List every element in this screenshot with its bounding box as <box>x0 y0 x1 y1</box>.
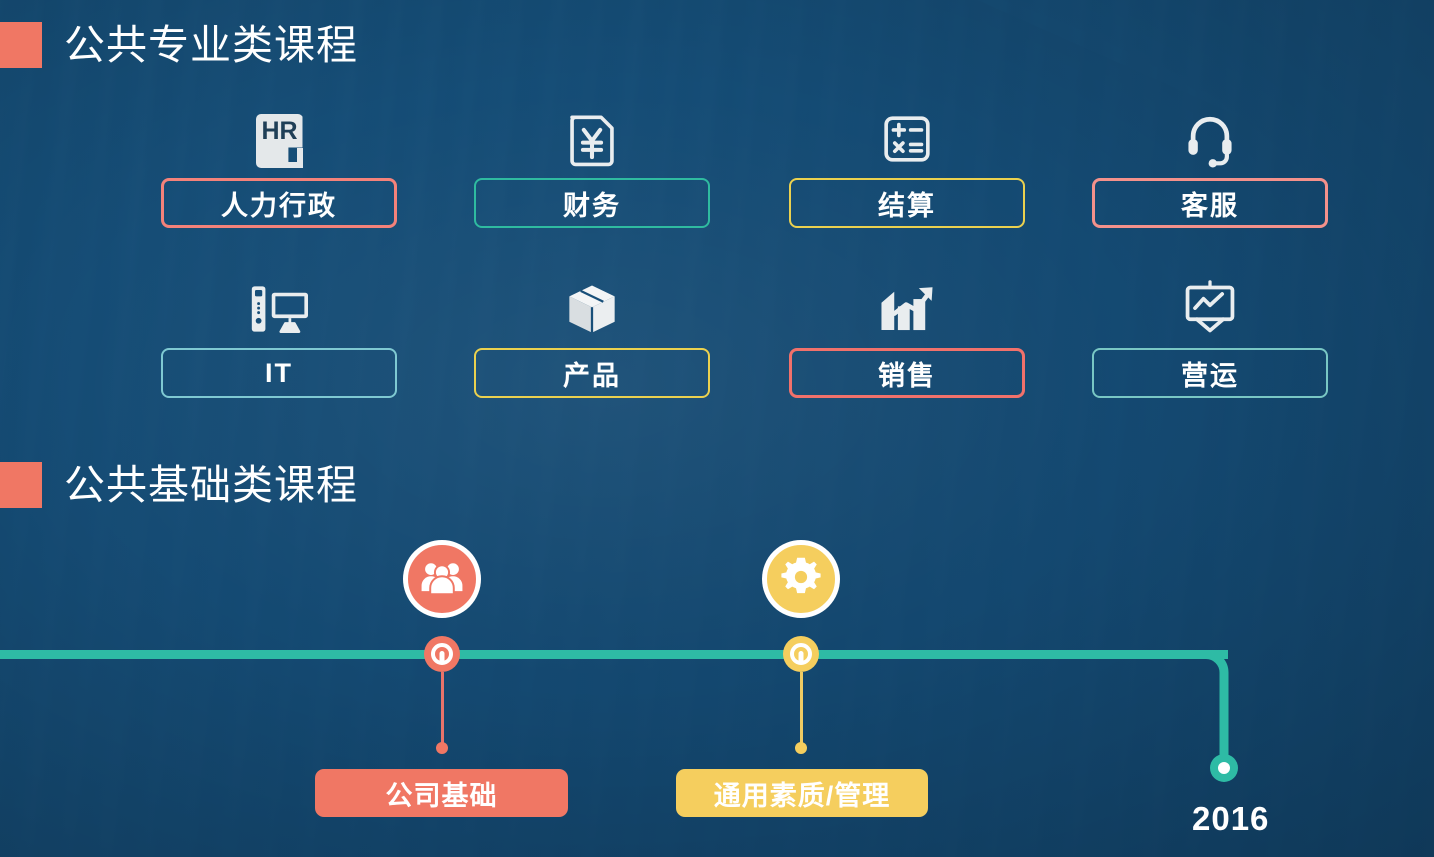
desktop-pc-icon <box>161 274 397 338</box>
discipline-cell-product[interactable]: 产品 <box>474 274 710 398</box>
discipline-label: 产品 <box>563 360 621 391</box>
discipline-cell-finance[interactable]: 财务 <box>474 104 710 228</box>
milestone-stem-company-basics <box>441 672 444 750</box>
milestone-label-general-quality[interactable]: 通用素质/管理 <box>676 769 928 817</box>
timeline-year-label: 2016 <box>1192 800 1270 837</box>
discipline-cell-it[interactable]: IT <box>161 274 397 398</box>
section-title-text: 公共基础类课程 <box>64 461 358 508</box>
timeline-track <box>0 650 1228 659</box>
milestone-stem-general-quality <box>800 672 803 750</box>
section-marker-square <box>0 462 42 508</box>
calculator-icon <box>789 104 1025 168</box>
milestone-badge-company-basics[interactable] <box>403 540 481 618</box>
discipline-label: 财务 <box>563 190 621 221</box>
discipline-cell-sales[interactable]: 销售 <box>789 274 1025 398</box>
presentation-icon <box>1092 274 1328 338</box>
discipline-tag-hr[interactable]: 人力行政 <box>161 178 397 228</box>
headset-icon <box>1092 104 1328 168</box>
timeline-node-general-quality[interactable] <box>783 636 819 672</box>
pin-marker-icon <box>431 643 453 665</box>
discipline-tag-settlement[interactable]: 结算 <box>789 178 1025 228</box>
section-marker-square <box>0 22 42 68</box>
section-heading-professional: 公共专业类课程 <box>0 22 358 68</box>
discipline-cell-customer-service[interactable]: 客服 <box>1092 104 1328 228</box>
discipline-cell-settlement[interactable]: 结算 <box>789 104 1025 228</box>
discipline-cell-hr[interactable]: HR 人力行政 <box>161 104 397 228</box>
discipline-label: 销售 <box>878 360 936 391</box>
discipline-tag-finance[interactable]: 财务 <box>474 178 710 228</box>
discipline-cell-operations[interactable]: 营运 <box>1092 274 1328 398</box>
discipline-label: IT <box>265 357 293 388</box>
section-title-text: 公共专业类课程 <box>64 21 358 68</box>
milestone-stem-dot-general-quality <box>795 742 807 754</box>
milestone-stem-dot-company-basics <box>436 742 448 754</box>
milestone-badge-general-quality[interactable] <box>762 540 840 618</box>
discipline-tag-product[interactable]: 产品 <box>474 348 710 398</box>
growth-chart-icon <box>789 274 1025 338</box>
people-group-icon <box>420 559 464 600</box>
discipline-tag-operations[interactable]: 营运 <box>1092 348 1328 398</box>
milestone-label-text: 公司基础 <box>385 780 498 811</box>
timeline-elbow <box>1180 650 1230 765</box>
timeline-end-node[interactable] <box>1210 754 1238 782</box>
pin-marker-icon <box>790 643 812 665</box>
discipline-label: 营运 <box>1181 360 1239 391</box>
yen-invoice-icon <box>474 104 710 168</box>
milestone-label-company-basics[interactable]: 公司基础 <box>315 769 568 817</box>
timeline-node-company-basics[interactable] <box>424 636 460 672</box>
gear-icon <box>780 556 822 603</box>
discipline-tag-sales[interactable]: 销售 <box>789 348 1025 398</box>
discipline-tag-customer-service[interactable]: 客服 <box>1092 178 1328 228</box>
discipline-label: 结算 <box>878 190 936 221</box>
hr-document-icon: HR <box>161 104 397 168</box>
box-package-icon <box>474 274 710 338</box>
milestone-label-text: 通用素质/管理 <box>713 780 891 811</box>
section-heading-foundation: 公共基础类课程 <box>0 462 358 508</box>
discipline-label: 人力行政 <box>221 190 337 221</box>
discipline-tag-it[interactable]: IT <box>161 348 397 398</box>
discipline-label: 客服 <box>1181 190 1239 221</box>
